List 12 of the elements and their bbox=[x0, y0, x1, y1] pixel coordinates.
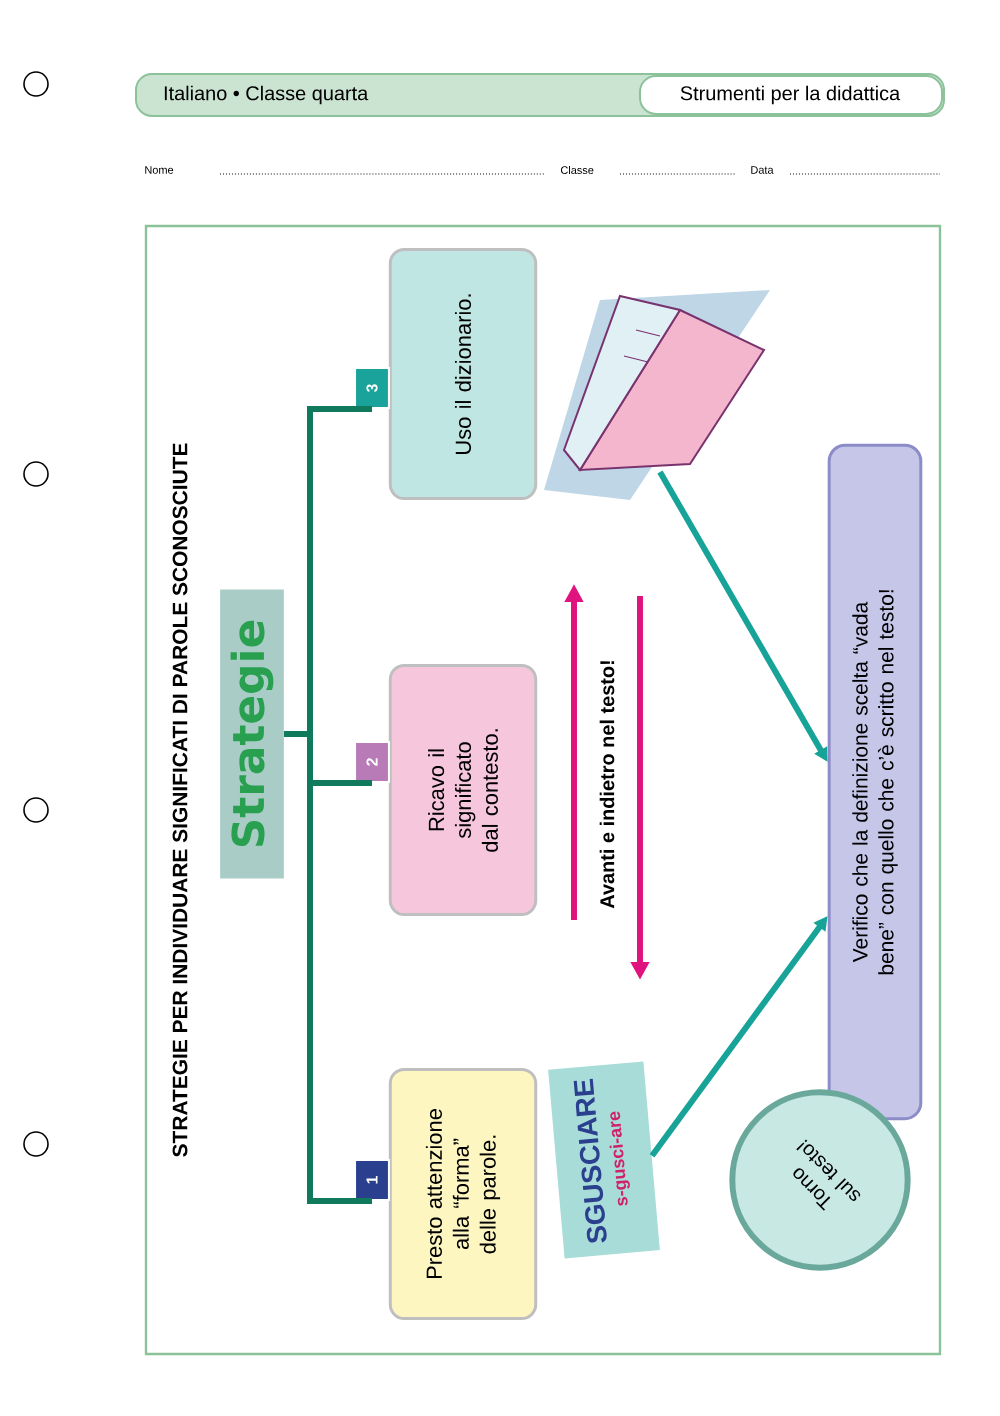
header-text: Italiano • Classe quarta bbox=[164, 85, 369, 105]
header-text: Strumenti per la didattica bbox=[680, 85, 901, 105]
arrow-label: Avanti e indietro nel testo! bbox=[599, 661, 615, 909]
connector-line bbox=[284, 405, 372, 737]
strategy-box: Uso il dizionario. bbox=[388, 247, 538, 501]
statement-box: Verifico che la definizione scelta “vada bene” con quello che c’è scritto nel testo! bbox=[827, 443, 923, 1121]
strategy-box: Ricavo il significato dal contesto. bbox=[388, 663, 538, 916]
strategy-box: Presto attenzione alla “forma” delle parole. bbox=[388, 1067, 538, 1320]
book-drawing bbox=[544, 290, 770, 500]
word-card: SGUSCIARE s-gusci-are bbox=[548, 1061, 660, 1259]
title: STRATEGIE PER INDIVIDUARE SIGNIFICATI DI PAROLE SCONOSCIUTE bbox=[172, 443, 188, 1157]
strategie-banner: Strategie bbox=[220, 589, 284, 879]
